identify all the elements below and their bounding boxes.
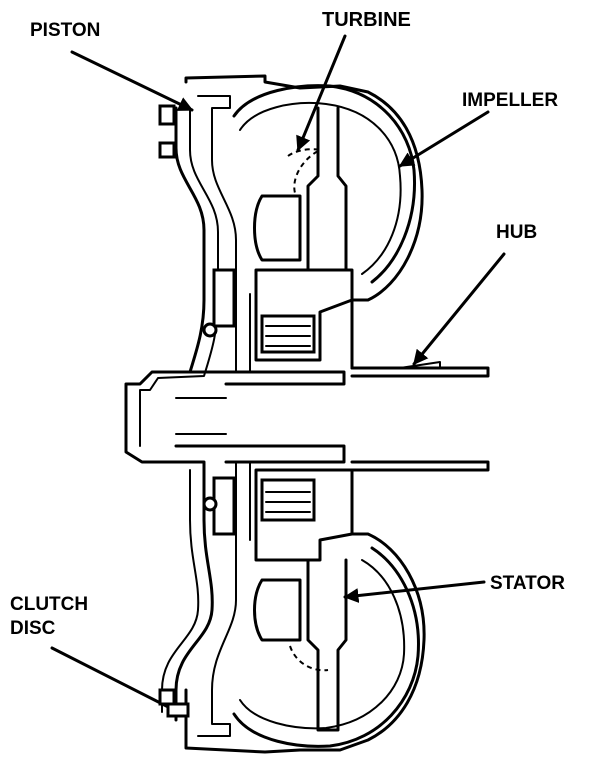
turbine-upper-torus	[239, 102, 402, 275]
front-cover-lower	[174, 460, 214, 722]
clutch-block-lower-2	[166, 702, 190, 718]
turbine-vane-lower	[253, 578, 302, 642]
clutch-disc-label-line1: CLUTCH	[10, 594, 88, 615]
turbine-label: TURBINE	[322, 9, 411, 31]
impeller-label: IMPELLER	[462, 90, 558, 111]
clutch-block-upper-2	[158, 141, 176, 159]
hub-arrow	[412, 252, 506, 366]
turbine-vane-upper	[253, 194, 302, 262]
rivet-upper	[202, 322, 218, 338]
piston-label: PISTON	[30, 20, 100, 41]
piston-arrow	[70, 50, 194, 112]
one-way-clutch-upper-rollers	[265, 325, 311, 347]
clutch-disc-label-line2: DISC	[10, 618, 56, 639]
converter-cross-section	[124, 74, 490, 754]
shaft-upper-edge	[174, 370, 346, 386]
hub-shaft-upper	[350, 366, 490, 378]
stator-blade-lower	[306, 558, 348, 732]
stator-arrow	[343, 580, 486, 604]
one-way-clutch-lower-rollers	[265, 491, 311, 513]
turbine-blade-upper	[306, 106, 348, 272]
clutch-block-lower	[158, 688, 176, 706]
front-cover-lower-inner	[161, 469, 200, 713]
one-way-clutch-lower	[260, 478, 316, 522]
shaft-lower-edge	[174, 444, 346, 464]
upper-shell	[184, 74, 424, 370]
hub-shaft-lower	[350, 460, 490, 472]
stator-upper-body	[254, 268, 354, 362]
turbine-upper-dash	[287, 148, 324, 197]
hub-label: HUB	[496, 222, 537, 243]
piston-lower	[197, 461, 237, 737]
front-cover	[124, 106, 206, 464]
stator-lower-body	[254, 468, 354, 562]
front-cover-inner	[139, 107, 219, 447]
turbine-lower-dash	[289, 645, 329, 672]
stator-label: STATOR	[490, 573, 565, 594]
clutch-disc-arrow	[50, 646, 188, 718]
turbine-lower-torus	[239, 559, 406, 730]
rivet-lower	[202, 496, 218, 512]
impeller-arrow	[398, 110, 490, 168]
turbine-arrow	[296, 34, 347, 152]
impeller-lower-torus	[232, 546, 420, 748]
piston-upper	[197, 95, 237, 373]
lower-shell	[184, 468, 426, 754]
hub-step	[399, 361, 441, 369]
clutch-block-upper	[158, 104, 176, 126]
turbine-hub-upper	[212, 268, 236, 328]
impeller-upper-torus	[232, 84, 417, 284]
